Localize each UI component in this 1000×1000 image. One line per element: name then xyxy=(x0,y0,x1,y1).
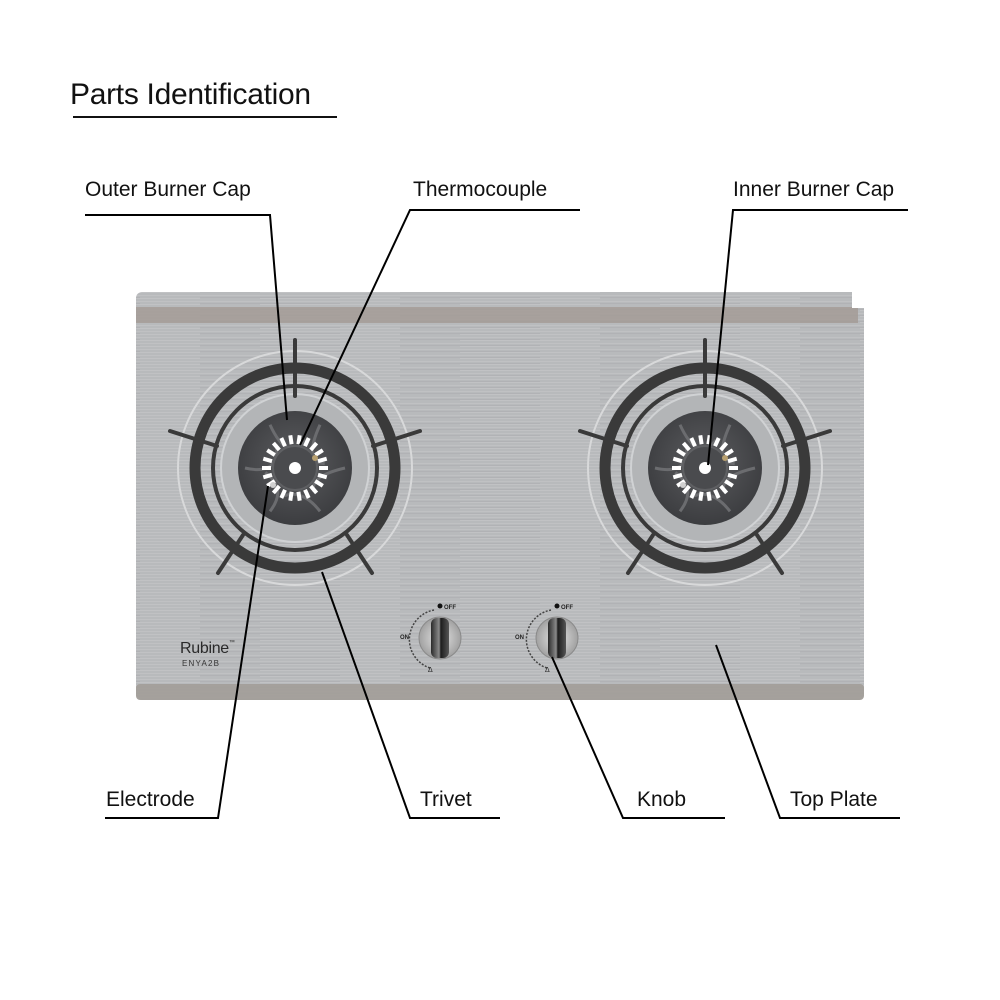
flame-port xyxy=(279,437,287,448)
flame-port xyxy=(698,491,704,501)
trivet-arm xyxy=(626,533,655,575)
trivet-arm xyxy=(345,533,374,575)
leader-top-plate xyxy=(715,644,900,819)
flame-port xyxy=(713,437,721,448)
flame-port xyxy=(672,456,683,464)
trivet-arm xyxy=(371,429,422,448)
center-hole xyxy=(699,462,711,474)
flame-symbol-icon: Δ xyxy=(545,667,550,674)
knob-right-on-label: ON xyxy=(515,635,524,641)
off-indicator-dot xyxy=(437,603,443,609)
electrode xyxy=(270,482,276,488)
trivet-arm xyxy=(755,533,784,575)
flame-port xyxy=(724,448,734,457)
thermocouple xyxy=(312,455,318,461)
flame-port xyxy=(672,472,683,480)
leader-trivet xyxy=(321,571,500,819)
electrode xyxy=(680,482,686,488)
label-trivet: Trivet xyxy=(420,788,472,811)
title-underline xyxy=(73,116,337,118)
flame-port xyxy=(706,435,712,445)
flame-port xyxy=(317,472,328,480)
burner-vane xyxy=(283,492,322,513)
flame-port xyxy=(698,435,704,445)
brand-logo: Rubine™ xyxy=(180,640,235,658)
flame-port xyxy=(314,448,324,457)
inner-burner xyxy=(578,338,832,586)
flame-port xyxy=(288,491,294,501)
off-indicator-dot xyxy=(554,603,560,609)
flame-port xyxy=(317,456,328,464)
leader-electrode xyxy=(105,485,269,819)
brand-name: Rubine xyxy=(180,640,229,657)
flame-port xyxy=(719,441,729,452)
leader-inner-burner-cap xyxy=(707,209,908,466)
flame-symbol-icon: Δ xyxy=(428,667,433,674)
knob-scale-arc xyxy=(525,609,552,669)
trivet-arm xyxy=(578,429,629,448)
label-thermocouple: Thermocouple xyxy=(413,178,548,201)
flame-port xyxy=(314,479,324,488)
flame-port xyxy=(266,448,276,457)
label-top-plate: Top Plate xyxy=(790,788,878,811)
flame-port xyxy=(262,472,273,480)
leader-outer-burner-cap xyxy=(85,214,288,421)
control-knob-left[interactable]: Δ xyxy=(408,603,462,675)
center-hole xyxy=(289,462,301,474)
flame-port xyxy=(309,441,319,452)
leader-lines xyxy=(85,209,908,819)
trivet-arm xyxy=(168,429,219,448)
flame-port xyxy=(727,472,738,480)
knob-grip xyxy=(548,618,566,658)
leader-thermocouple xyxy=(299,209,580,446)
flame-port xyxy=(296,491,302,501)
flame-port xyxy=(279,488,287,499)
trivet-arm xyxy=(216,533,245,575)
label-inner-burner-cap: Inner Burner Cap xyxy=(733,178,895,201)
flame-port xyxy=(681,441,691,452)
knob-grip xyxy=(431,618,449,658)
model-number: ENYA2B xyxy=(182,659,221,668)
control-knob-right[interactable]: Δ xyxy=(525,603,579,675)
thermocouple xyxy=(722,455,728,461)
trademark: ™ xyxy=(228,640,235,646)
flame-port xyxy=(724,479,734,488)
leader-knob xyxy=(551,656,725,819)
flame-port xyxy=(706,491,712,501)
flame-port xyxy=(303,437,311,448)
flame-port xyxy=(676,448,686,457)
flame-port xyxy=(689,437,697,448)
label-knob: Knob xyxy=(637,788,687,811)
page-title: Parts Identification xyxy=(70,78,311,111)
flame-port xyxy=(689,488,697,499)
flame-port xyxy=(271,484,281,495)
flame-port xyxy=(713,488,721,499)
flame-port xyxy=(303,488,311,499)
trivet-arm xyxy=(781,429,832,448)
knob-scale-arc xyxy=(408,609,435,669)
label-outer-burner-cap: Outer Burner Cap xyxy=(85,178,251,201)
top-plate xyxy=(136,292,864,700)
burner-vane xyxy=(693,492,732,513)
flame-port xyxy=(288,435,294,445)
knob-left-on-label: ON xyxy=(400,635,409,641)
flame-port xyxy=(262,456,273,464)
flame-port xyxy=(309,484,319,495)
flame-port xyxy=(681,484,691,495)
flame-port xyxy=(296,435,302,445)
flame-port xyxy=(727,456,738,464)
knob-right-off-label: OFF xyxy=(561,605,573,611)
flame-port xyxy=(271,441,281,452)
label-electrode: Electrode xyxy=(106,788,195,811)
flame-port xyxy=(719,484,729,495)
knob-left-off-label: OFF xyxy=(444,605,456,611)
